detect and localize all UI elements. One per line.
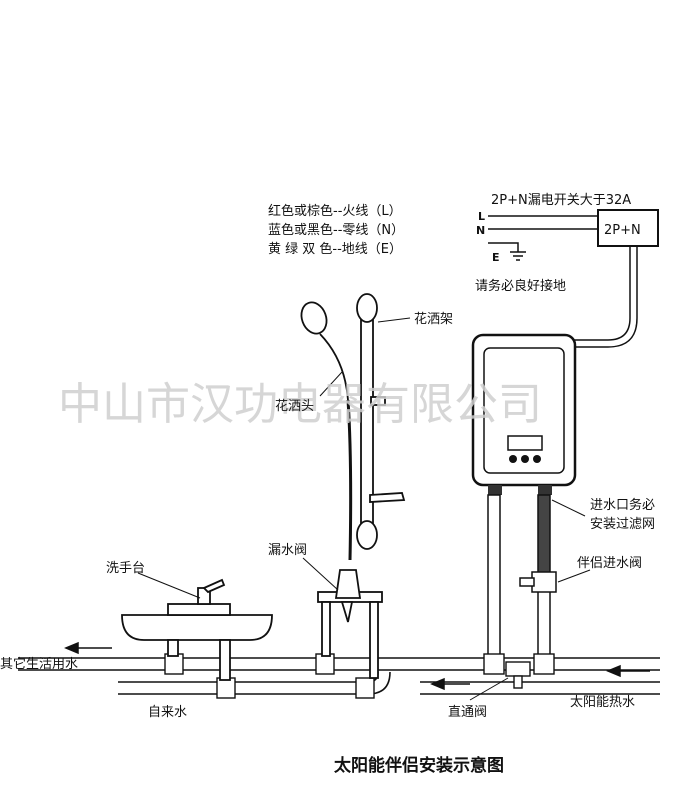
power-cable-outer [573, 246, 638, 348]
main-pipes [18, 657, 660, 695]
label-companion-valve: 伴侣进水阀 [577, 556, 642, 571]
straight-arrow-head [430, 677, 445, 691]
watermark: 中山市汉功电器有限公司 [58, 379, 542, 430]
shower-handle [319, 333, 349, 401]
leader-leak-valve [302, 557, 339, 591]
shower-rail-bottom [356, 520, 378, 550]
inlet-hose [537, 494, 551, 576]
breaker-N-label: N [476, 224, 485, 237]
shower-mixer-right-pipe [369, 601, 379, 679]
basin-tee-fitting [164, 653, 184, 675]
shower-mixer-left-pipe [321, 601, 331, 657]
heater-inlet-tee [533, 653, 555, 675]
wiring-line-earth: 黄 绿 双 色--地线（E） [268, 241, 402, 257]
breaker-E-label: E [492, 251, 500, 264]
basin-bowl [121, 614, 273, 641]
leader-lines [137, 317, 591, 701]
leader-straight-valve [469, 677, 509, 701]
label-tap-water: 自来水 [148, 705, 187, 720]
breaker-top-label: 2P+N漏电开关大于32A [491, 192, 631, 208]
leader-shower-holder [377, 317, 411, 323]
basin-rim [167, 603, 231, 616]
companion-valve-handle [519, 577, 535, 587]
label-wash-basin: 洗手台 [106, 561, 145, 576]
shower-slide-clamp [370, 396, 386, 406]
companion-valve [531, 571, 557, 593]
straight-valve-stem [513, 675, 523, 689]
shower-mixer-valve [334, 569, 362, 599]
heater-button-1 [509, 455, 517, 463]
heater-button-2 [521, 455, 529, 463]
heater-outlet-fitting [488, 485, 502, 495]
basin-drain-left [167, 639, 179, 657]
leader-wash-basin [137, 572, 201, 599]
label-shower-holder: 花洒架 [414, 311, 453, 327]
shower-mixer-spout [340, 601, 354, 623]
wash-basin [121, 578, 273, 681]
breaker-wiring [488, 209, 659, 348]
label-inlet-filter-line1: 进水口务必 [590, 497, 655, 513]
heater-outlet-tee [483, 653, 505, 675]
pipe-fittings [164, 653, 555, 699]
heater-body [471, 333, 577, 487]
earth-wire [488, 242, 519, 252]
shower [300, 293, 406, 679]
basin-faucet-handle [202, 578, 226, 594]
heater-pipes [487, 494, 557, 658]
power-cable-inner [573, 246, 631, 341]
breaker-box-label: 2P+N [604, 223, 641, 238]
label-shower-head: 花洒头 [275, 398, 314, 414]
heater-panel [483, 347, 565, 474]
leader-shower-head [319, 371, 343, 397]
leader-companion-valve [557, 569, 591, 583]
wiring-line-live: 红色或棕色--火线（L） [268, 203, 402, 219]
ground-note: 请务必良好接地 [475, 278, 566, 294]
other-water-arrow-head [64, 641, 79, 655]
basin-cold-fitting [216, 677, 236, 699]
label-straight-valve: 直通阀 [448, 705, 487, 720]
inlet-pipe [537, 589, 551, 658]
label-other-water: 其它生活用水 [0, 656, 78, 672]
breaker-box [597, 209, 659, 247]
basin-drain-right [219, 639, 231, 681]
label-solar-water: 太阳能热水 [570, 695, 635, 710]
hot-outlet-pipe [487, 494, 501, 658]
label-inlet-filter-line2: 安装过滤网 [590, 517, 655, 532]
shower-head [300, 301, 328, 335]
shower-rail-top [356, 293, 378, 323]
diagram-title: 太阳能伴侣安装示意图 [334, 755, 504, 776]
water-heater [471, 333, 577, 495]
flow-arrows [64, 641, 650, 691]
shower-hose [346, 399, 353, 561]
wiring-line-neutral: 蓝色或黑色--零线（N） [268, 222, 404, 238]
shower-cold-fitting [355, 677, 375, 699]
breaker-L-label: L [478, 210, 485, 223]
label-leak-valve: 漏水阀 [268, 542, 307, 558]
shower-soap-shelf [369, 492, 406, 503]
heater-display [507, 435, 543, 451]
heater-button-3 [533, 455, 541, 463]
heater-inlet-fitting [538, 485, 552, 495]
straight-valve [505, 661, 531, 677]
shower-tee-fitting [315, 653, 335, 675]
solar-arrow-head [606, 664, 621, 678]
leader-inlet-filter [551, 499, 586, 517]
